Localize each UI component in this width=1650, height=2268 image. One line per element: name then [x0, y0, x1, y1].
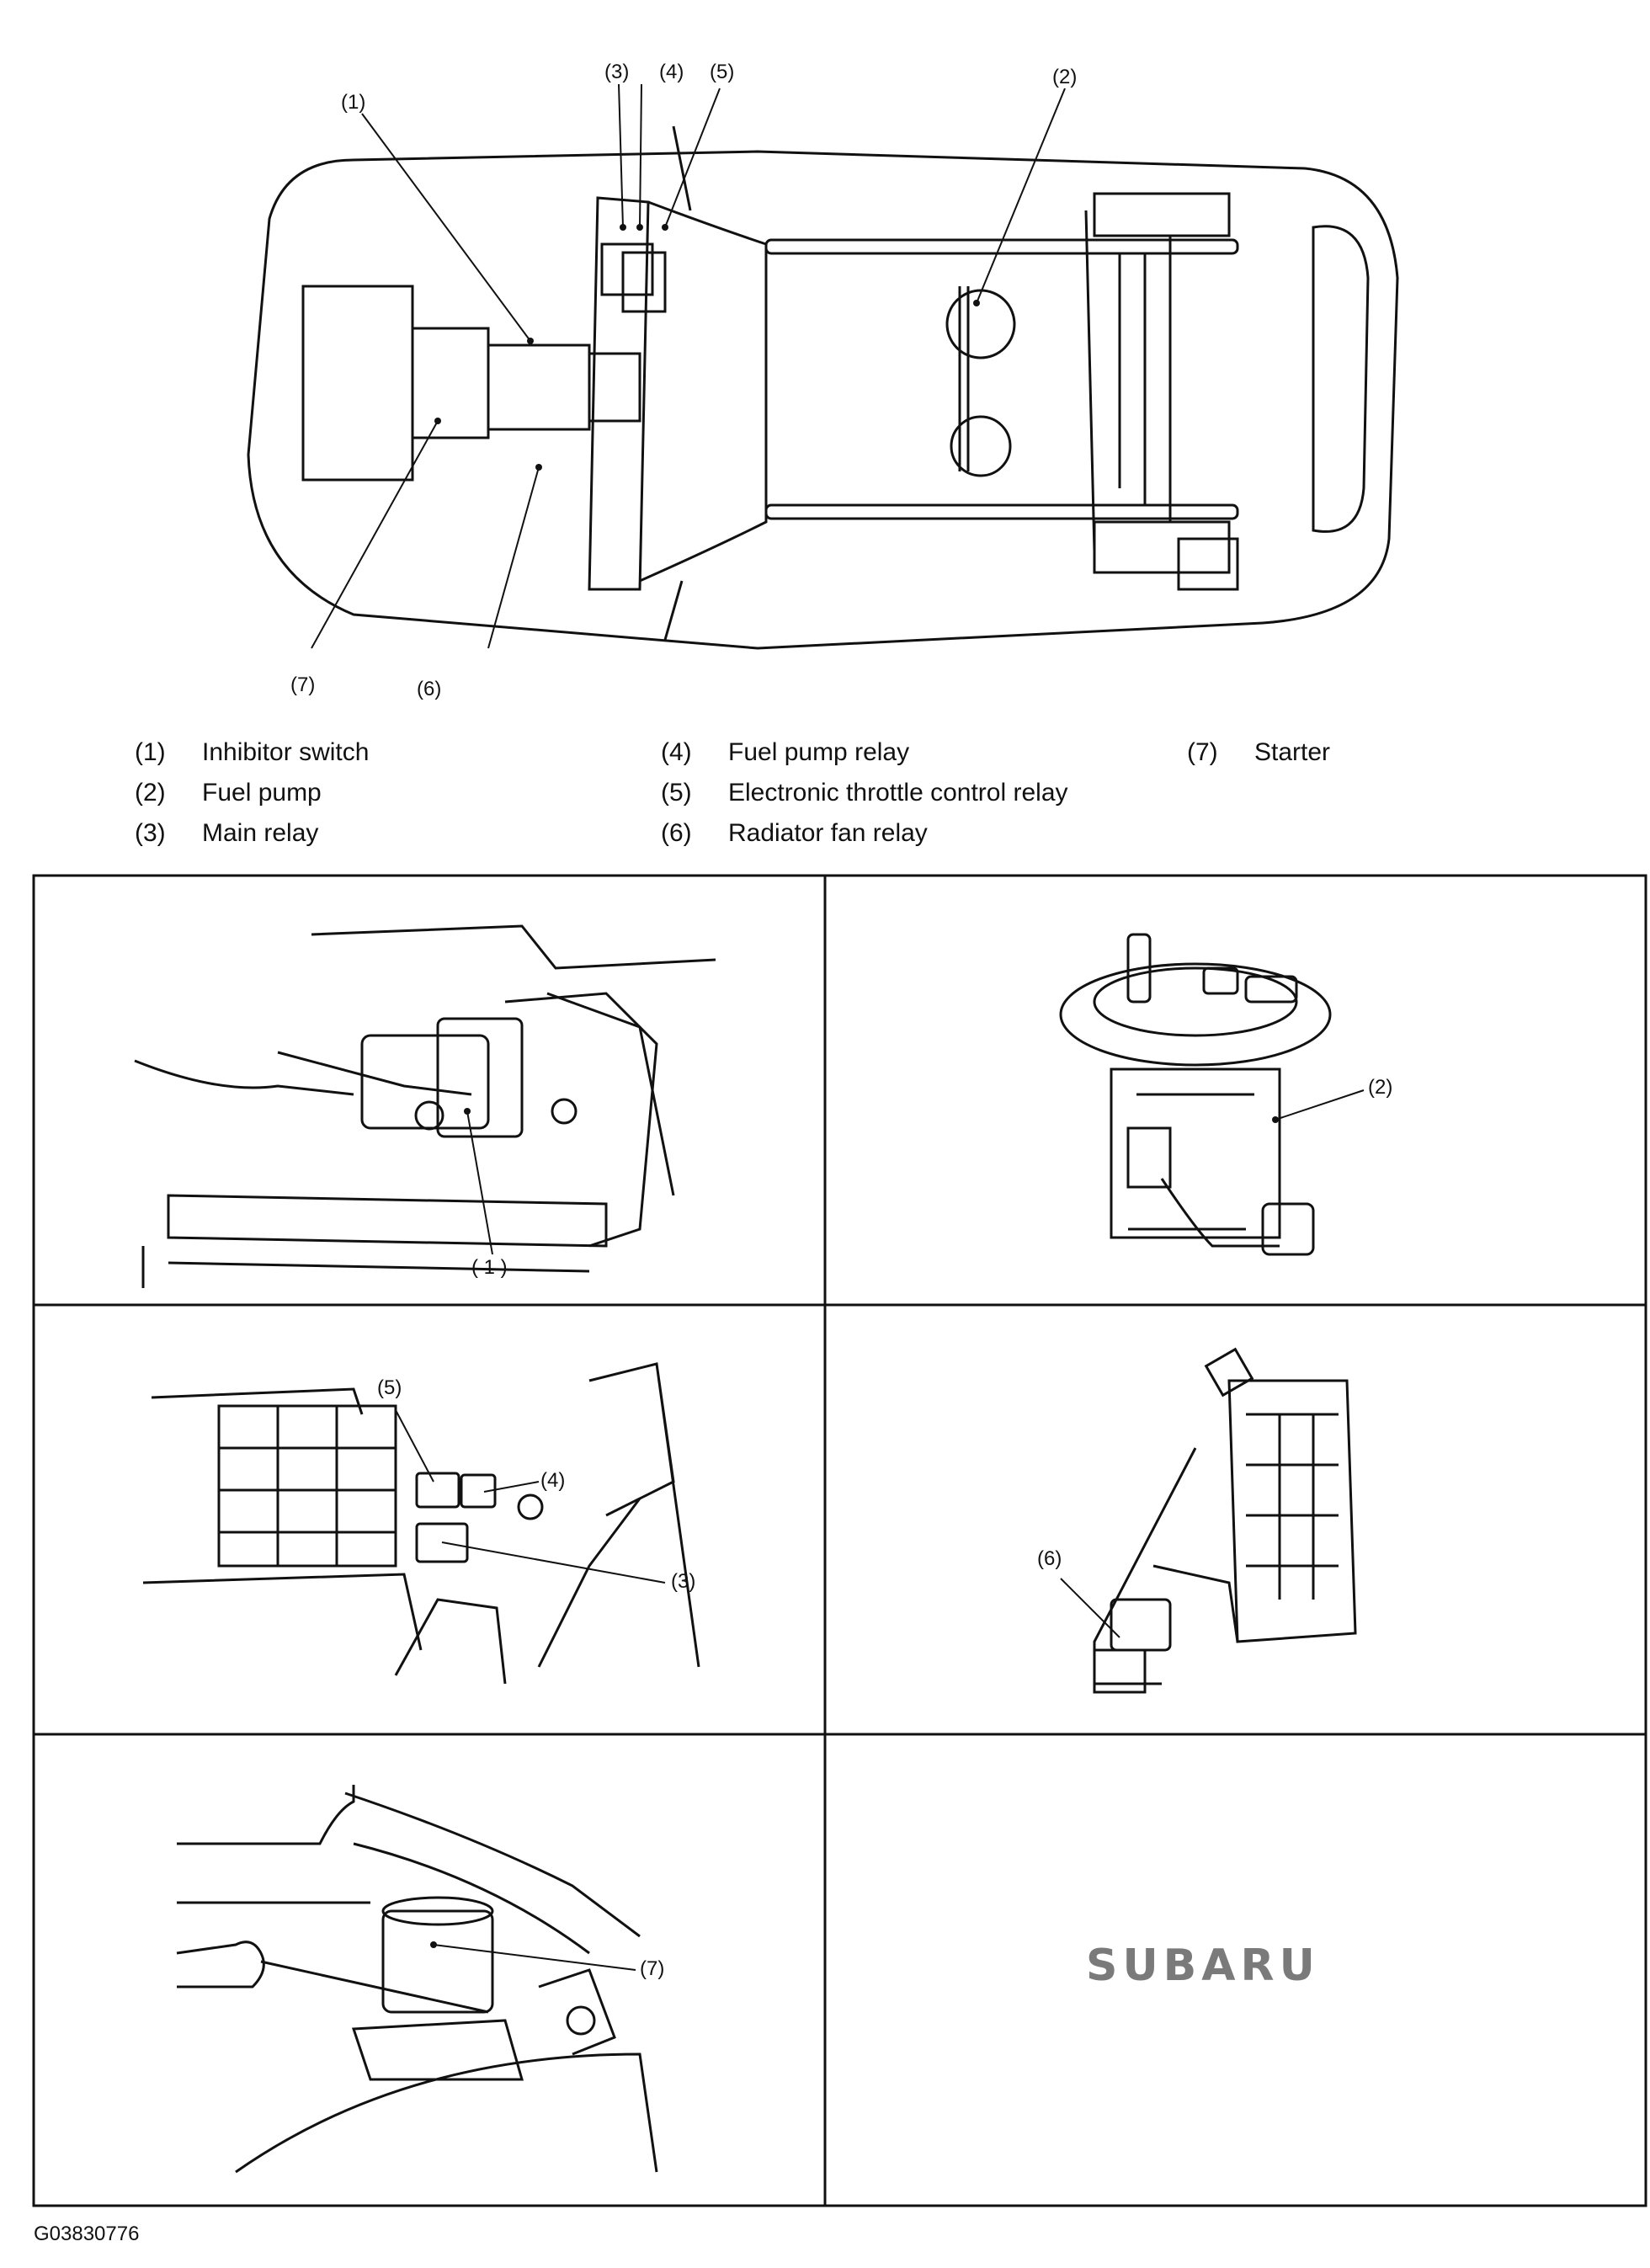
- right-rocker: [764, 503, 1239, 520]
- panel3-callout-3: (3): [671, 1570, 696, 1593]
- legend-label: Radiator fan relay: [728, 819, 928, 847]
- legend-num: (2): [135, 779, 166, 807]
- legend-label: Fuel pump relay: [728, 738, 910, 766]
- rear-window: [1312, 225, 1370, 533]
- legend-num: (3): [135, 819, 166, 847]
- callout-5: (5): [710, 61, 735, 83]
- legend-label: Fuel pump: [202, 779, 322, 807]
- legend-num: (5): [661, 779, 692, 807]
- legend-item-3: (3) Main relay: [135, 819, 318, 848]
- relay-4: [460, 1473, 497, 1509]
- panel2-callout-2: (2): [1368, 1076, 1393, 1099]
- legend-num: (6): [661, 819, 692, 847]
- vehicle-overview-drawing: [247, 83, 1399, 650]
- legend-item-7: (7) Starter: [1187, 738, 1330, 767]
- legend-item-4: (4) Fuel pump relay: [661, 738, 909, 767]
- car-body-outline: [247, 150, 1399, 650]
- fuel-pump-top: [945, 289, 1016, 359]
- rear-fixture: [1177, 537, 1239, 591]
- panel1-callout-1: ( 1 ): [471, 1256, 508, 1279]
- starter-body: [381, 1909, 494, 2014]
- legend-label: Main relay: [202, 819, 319, 847]
- legend-item-5: (5) Electronic throttle control relay: [661, 779, 1068, 807]
- subaru-logo: SUBARU: [1086, 1941, 1320, 1991]
- legend-item-6: (6) Radiator fan relay: [661, 819, 928, 848]
- callout-6: (6): [417, 678, 442, 700]
- fuel-lines: [958, 236, 1172, 522]
- legend-label: Electronic throttle control relay: [728, 779, 1068, 807]
- fuse-box: [1227, 1379, 1357, 1643]
- relay-3: [415, 1522, 469, 1563]
- pump-body: [1110, 1067, 1281, 1239]
- legend-item-2: (2) Fuel pump: [135, 779, 322, 807]
- relay-box: [600, 242, 654, 296]
- callout-3: (3): [604, 61, 630, 83]
- callout-4: (4): [659, 61, 684, 83]
- legend-label: Inhibitor switch: [202, 738, 370, 766]
- callout-2: (2): [1052, 66, 1078, 88]
- legend-num: (4): [661, 738, 692, 766]
- pump-flange: [1059, 962, 1332, 1067]
- firewall: [588, 196, 650, 591]
- figure-id: G03830776: [34, 2223, 140, 2245]
- legend-num: (7): [1187, 738, 1218, 766]
- panel4-callout-6: (6): [1037, 1547, 1062, 1570]
- legend-item-1: (1) Inhibitor switch: [135, 738, 369, 767]
- relay-6: [1110, 1598, 1172, 1652]
- panel3-callout-4: (4): [540, 1469, 566, 1492]
- engine-block: [301, 285, 414, 482]
- panel5-callout-7: (7): [640, 1957, 665, 1980]
- legend-label: Starter: [1254, 738, 1331, 766]
- callout-7: (7): [290, 673, 316, 696]
- panel3-callout-5: (5): [377, 1376, 402, 1399]
- relay-5: [415, 1472, 460, 1509]
- legend-num: (1): [135, 738, 166, 766]
- callout-1: (1): [341, 91, 366, 114]
